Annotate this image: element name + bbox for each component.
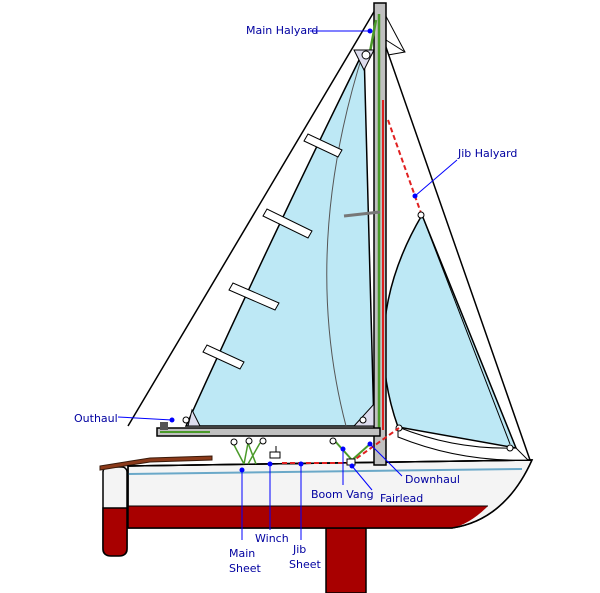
main-halyard-line-2 <box>368 19 378 53</box>
centerboard <box>325 519 367 593</box>
label-downhaul: Downhaul <box>405 473 460 486</box>
label-outhaul: Outhaul <box>74 412 118 425</box>
label-fairlead: Fairlead <box>380 492 423 505</box>
main-sheet-blocks <box>230 437 267 465</box>
label-winch: Winch <box>255 532 289 545</box>
boom-vang-line-2 <box>351 443 371 461</box>
label-jib-halyard: Jib Halyard <box>457 147 517 160</box>
masthead-line <box>385 39 406 53</box>
spreader <box>343 210 381 218</box>
jib-foot <box>397 426 530 461</box>
tiller <box>99 455 213 471</box>
jib-inner-line <box>421 214 511 445</box>
jib <box>382 213 518 449</box>
label-jib-sheet-line1: Jib <box>292 543 306 556</box>
boom <box>156 427 381 437</box>
jib-sheet-line-2 <box>349 427 400 464</box>
label-main-sheet-line1: Main <box>229 547 255 560</box>
winch-icon <box>269 446 281 459</box>
label-main-sheet-line2: Sheet <box>229 562 261 575</box>
shroud <box>127 4 379 427</box>
leader-dots <box>169 28 418 473</box>
mainsail-leech <box>326 49 365 427</box>
label-jib-sheet-line2: Sheet <box>289 558 321 571</box>
hull <box>127 459 534 529</box>
rudder <box>102 466 128 557</box>
label-boom-vang: Boom Vang <box>311 488 374 501</box>
sail-corners <box>182 49 514 452</box>
mainsail <box>184 49 375 427</box>
label-main-halyard: Main Halyard <box>246 24 318 37</box>
forestay <box>379 29 531 461</box>
boom-vang-block <box>329 437 337 445</box>
battens <box>202 133 343 370</box>
outhaul-cleat <box>160 422 168 430</box>
leader-lines <box>117 30 458 540</box>
